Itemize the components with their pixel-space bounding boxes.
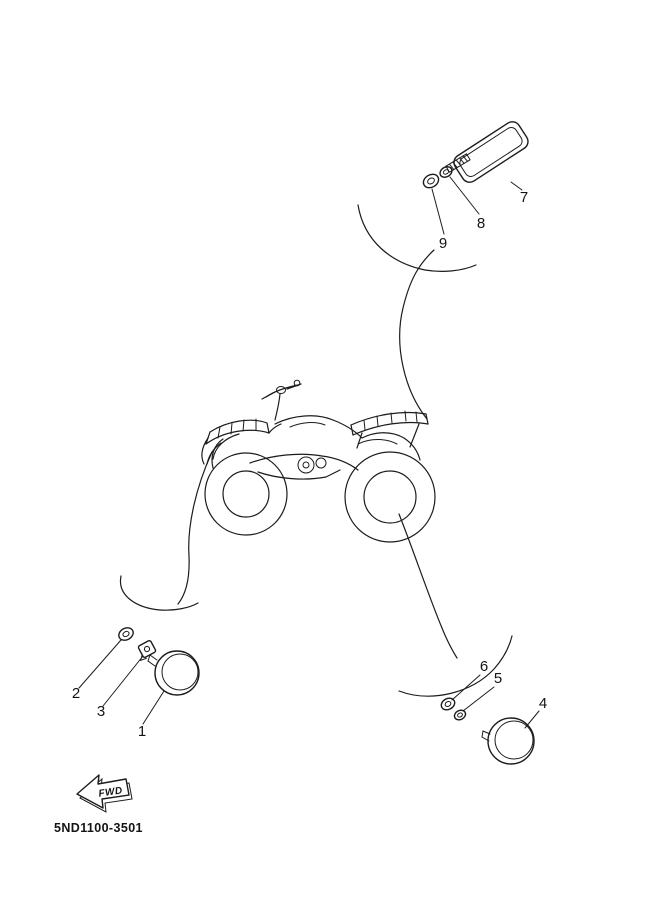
washer-2 (118, 627, 134, 641)
washer-9 (422, 173, 440, 189)
front-lens-assembly (78, 627, 200, 725)
lens-4 (481, 717, 535, 765)
atv-body (249, 415, 421, 480)
callout-line-8 (449, 176, 480, 215)
washer-8 (439, 166, 453, 178)
callout-line-5 (462, 686, 495, 712)
fwd-arrow-icon: FWD (76, 774, 133, 813)
part-code: 5ND1100-3501 (54, 821, 143, 835)
rear-rack (350, 410, 429, 449)
leader-line-bottom-right (398, 513, 458, 659)
front-wheel (204, 452, 288, 536)
callout-8: 8 (477, 215, 485, 232)
leader-line-top-right (399, 249, 435, 420)
callout-7: 7 (520, 189, 528, 206)
callout-1: 1 (138, 723, 146, 740)
reflector-stud (445, 153, 471, 173)
callout-3: 3 (97, 703, 105, 720)
fwd-label: FWD (98, 785, 124, 799)
rear-lens-assembly (440, 674, 540, 765)
callout-5: 5 (494, 670, 502, 687)
callout-2: 2 (72, 685, 80, 702)
reflector-assembly (422, 121, 529, 235)
atv-illustration (201, 379, 436, 543)
handlebars (261, 379, 302, 421)
callout-numbers: 9 8 7 2 3 1 6 5 4 (72, 189, 547, 740)
reflector-7 (453, 121, 529, 183)
callout-line-3 (102, 655, 144, 707)
bracket-bottom-right (398, 635, 513, 697)
callout-line-2 (78, 639, 122, 689)
callout-line-7 (510, 181, 523, 191)
washer-5 (453, 709, 467, 721)
rear-wheel (344, 451, 436, 543)
callout-9: 9 (439, 235, 447, 252)
leader-curves (177, 249, 458, 659)
callout-line-1 (142, 690, 165, 725)
front-fender (206, 433, 240, 469)
callout-line-9 (431, 188, 445, 235)
leader-line-bottom-left (177, 451, 213, 605)
callout-6: 6 (480, 658, 488, 675)
callout-4: 4 (539, 695, 547, 712)
bracket-bottom-left (119, 575, 199, 611)
washer-6 (440, 697, 456, 711)
front-rack (201, 418, 270, 465)
group-brackets (119, 204, 513, 697)
callout-line-4 (524, 710, 540, 729)
lens-1 (147, 650, 200, 696)
bracket-top-right (357, 204, 477, 272)
callout-line-6 (451, 674, 481, 701)
